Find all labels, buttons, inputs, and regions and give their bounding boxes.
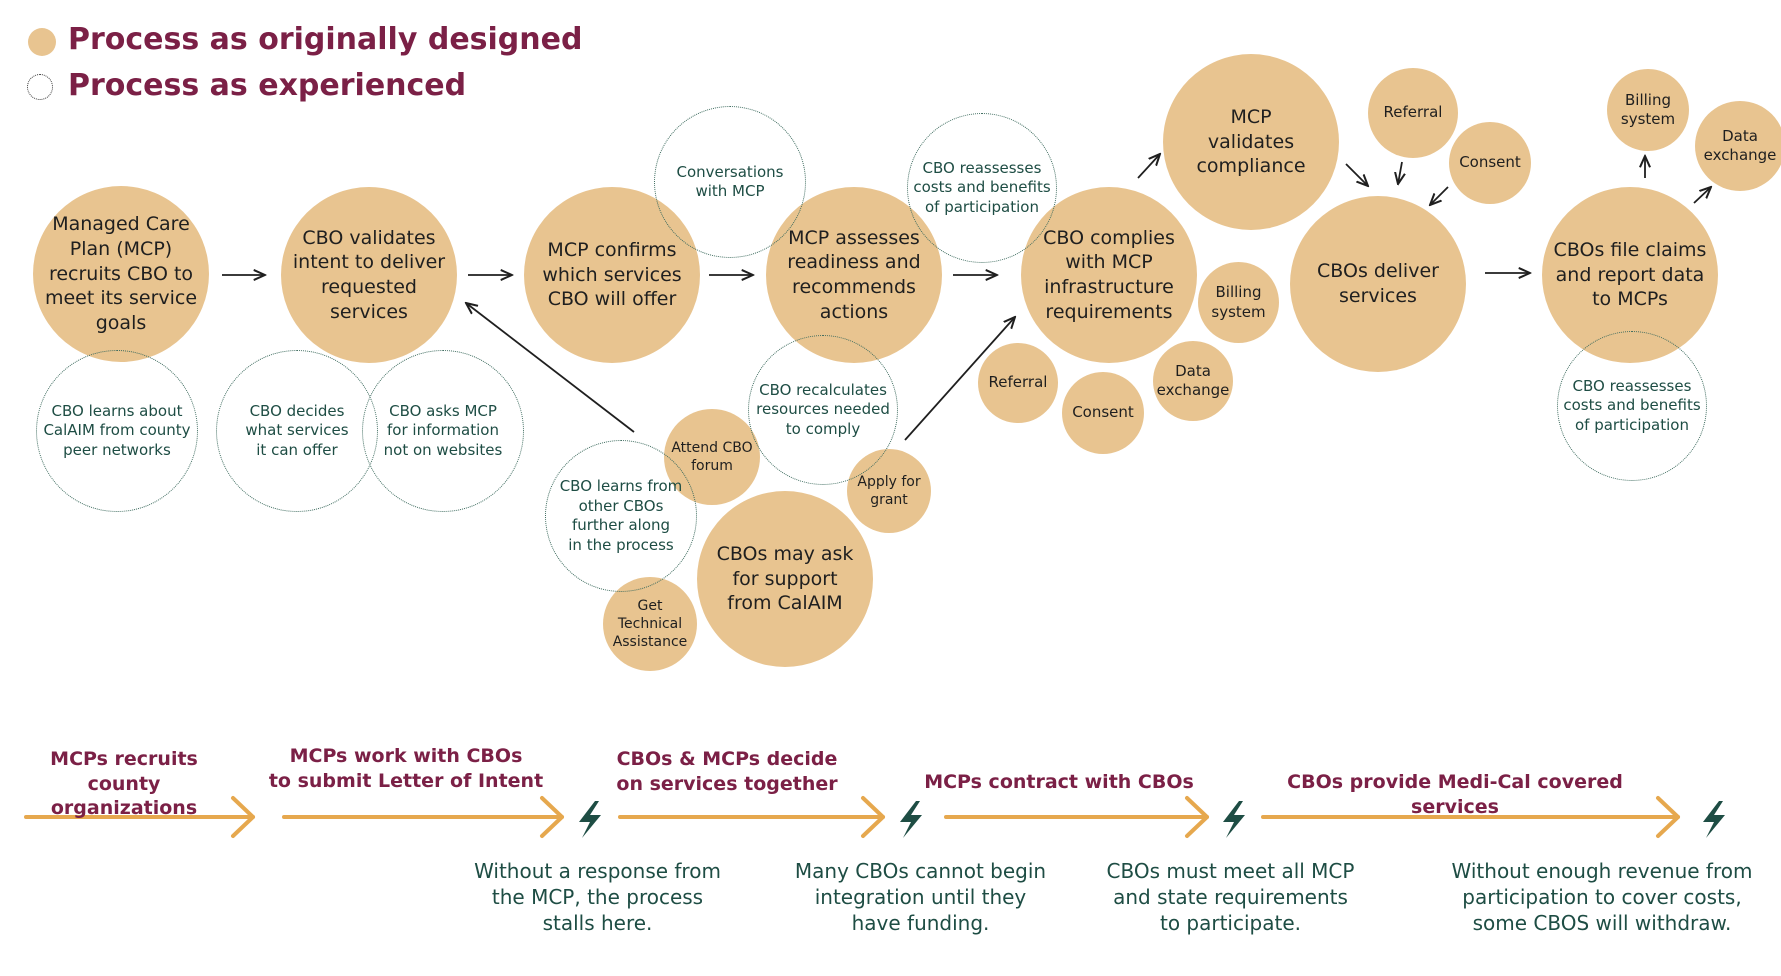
timeline-arrow-2 [282,796,564,838]
arrow-icon [1398,161,1402,184]
legend-solid-dot [28,28,56,56]
arrow-icon [466,303,635,433]
node-attend-forum: Attend CBO forum [664,409,760,505]
node-mcp-validates: MCP validates compliance [1163,54,1339,230]
node-cbo-reassesses-2: CBO reassesses costs and benefits of par… [1557,331,1707,481]
barrier-text-3: CBOs must meet all MCP and state require… [1106,859,1355,935]
node-cbos-support: CBOs may ask for support from CalAIM [697,491,873,667]
stage-label-4: MCPs contract with CBOs [924,771,1194,793]
node-cbo-reassesses-1: CBO reassesses costs and benefits of par… [907,113,1057,263]
arrow-icon [1693,187,1711,204]
timeline-arrow-1 [24,796,255,838]
node-data-exchange-a: Data exchange [1153,341,1233,421]
node-cbo-validates: CBO validates intent to deliver requeste… [281,187,457,363]
node-get-ta: Get Technical Assistance [603,577,697,671]
lightning-icon [1223,801,1245,838]
node-billing-b: Billing system [1607,69,1689,151]
barrier-text-2: Many CBOs cannot begin integration until… [794,859,1047,935]
timeline-arrow-5 [1261,796,1680,838]
node-consent-a: Consent [1062,372,1144,454]
node-cbo-asks: CBO asks MCP for information not on webs… [362,350,524,512]
node-data-exchange-b: Data exchange [1695,101,1781,191]
arrow-icon [904,317,1015,441]
lightning-icon [579,801,601,838]
node-referral-b: Referral [1368,68,1458,158]
node-mcp-recruits: Managed Care Plan (MCP) recruits CBO to … [33,186,209,362]
barrier-text-4: Without enough revenue from participatio… [1451,859,1753,935]
timeline-arrow-3 [618,796,885,838]
node-billing-a: Billing system [1198,262,1279,343]
legend-designed-label: Process as originally designed [68,22,583,57]
legend-dotted-dot [27,74,53,100]
node-cbo-learns-others: CBO learns from other CBOs further along… [545,440,697,592]
arrow-icon [1345,163,1368,186]
arrow-icon [1430,186,1449,205]
node-cbo-decides: CBO decides what services it can offer [216,350,378,512]
stage-label-2: MCPs work with CBOs to submit Letter of … [268,745,544,792]
stage-label-1: MCPs recruits county organizations [50,748,198,820]
node-consent-b: Consent [1449,122,1531,204]
stage-label-3: CBOs & MCPs decide on services together [616,748,838,795]
stage-label-5: CBOs provide Medi-Cal covered services [1287,771,1623,818]
node-apply-grant: Apply for grant [847,449,931,533]
node-cbo-recalculates: CBO recalculates resources needed to com… [748,335,898,485]
node-referral-a: Referral [978,343,1058,423]
node-cbos-deliver: CBOs deliver services [1290,196,1466,372]
lightning-icon [1703,801,1725,838]
arrow-icon [1137,154,1160,179]
lightning-icon [900,801,922,838]
legend-experienced-label: Process as experienced [68,68,467,103]
node-conversations: Conversations with MCP [654,106,806,258]
node-cbo-complies: CBO complies with MCP infrastructure req… [1021,187,1197,363]
node-cbo-learns-calaim: CBO learns about CalAIM from county peer… [36,350,198,512]
timeline-arrow-4 [944,796,1209,838]
barrier-text-1: Without a response from the MCP, the pro… [474,859,721,935]
